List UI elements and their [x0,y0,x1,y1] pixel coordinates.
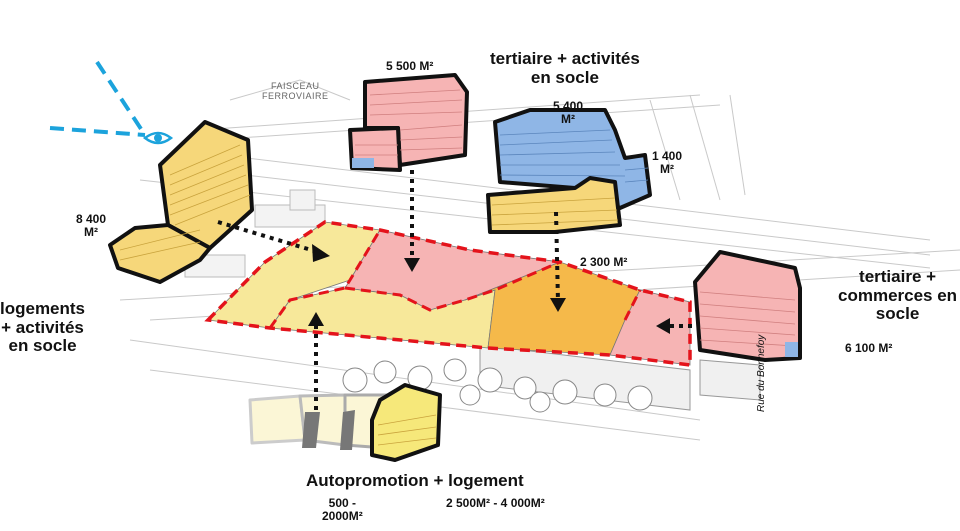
logements-line1: logements [0,299,86,318]
building-left-tower [108,120,254,284]
logements-label: logements + activités en socle [0,299,86,356]
area-bottom-right-label: 2 500M² - 4 000M² [446,496,545,510]
area-blue-value: 5 400 [553,99,584,113]
logements-line2: + activités [1,317,84,337]
tertiaire-top-label: tertiaire + activités en socle [490,49,640,87]
inner-boundary-2 [344,260,561,312]
area-orange-label: 2 300 M² [580,255,628,269]
tertiaire-top-line2: en socle [530,67,599,87]
trees [342,358,653,413]
tertiaire-right-line1: tertiaire + [859,267,937,286]
tertiaire-right-line2: commerces en [838,285,958,305]
area-right-small-label: 1 400 M² [652,149,683,177]
area-left-value: 8 400 [76,212,107,226]
tertiaire-right-line3: socle [875,304,920,324]
building-pink-top [348,73,469,172]
arrow-heads [308,244,670,334]
faisceau-line2: FERROVIAIRE [262,90,329,101]
building-pink-right [693,250,802,362]
dotted-arrows [217,170,692,410]
faisceau-line1: FAISCEAU [271,81,320,91]
logements-line3: en socle [8,336,77,356]
area-bottom-left-label: 500 - 2000M² [322,496,363,524]
building-yellow-socle [486,176,622,234]
sight-lines [49,60,147,137]
area-bottom-left-line1: 500 - [328,496,357,510]
area-pink-right-label: 6 100 M² [845,341,893,355]
building-bottom-row [248,383,442,462]
tertiaire-right-label: tertiaire + commerces en socle [838,267,958,324]
inner-boundary-3 [623,289,642,321]
area-blue-label: 5 400 M² [553,99,584,127]
area-blue-unit: M² [561,112,576,127]
area-bottom-left-line2: 2000M² [322,509,363,524]
street-label: Rue du Bonnefoy [756,334,767,412]
autopromotion-label: Autopromotion + logement [306,471,524,490]
inner-boundary [268,229,382,329]
tertiaire-top-line1: tertiaire + activités [490,49,640,68]
faisceau-label: FAISCEAU FERROVIAIRE [262,81,329,102]
eye-icon [142,131,174,145]
area-pink-top-label: 5 500 M² [386,59,434,73]
area-right-small-value: 1 400 [652,149,683,163]
area-left-unit: M² [84,225,99,240]
site-parcels [204,220,692,367]
area-left-label: 8 400 M² [76,212,107,240]
site-boundary [204,220,692,367]
area-right-small-unit: M² [660,162,675,177]
